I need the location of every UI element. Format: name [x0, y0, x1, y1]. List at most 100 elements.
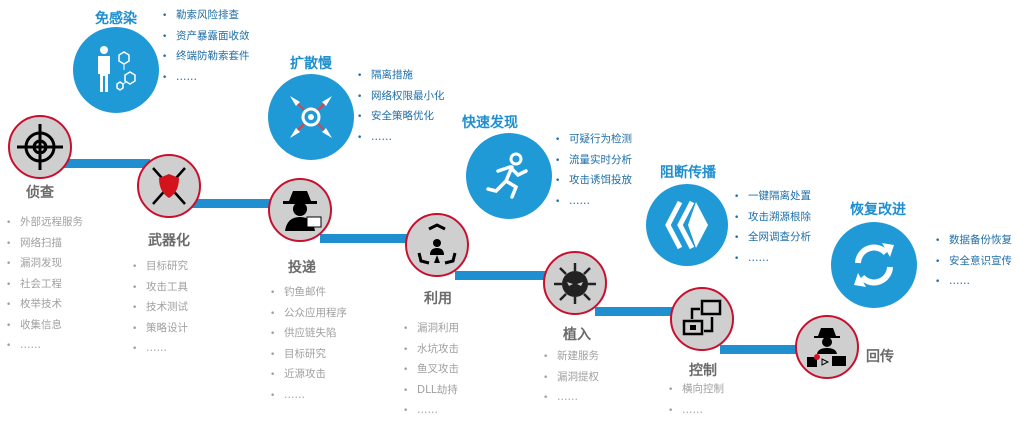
connector: [190, 199, 280, 208]
list-item: 枚举技术: [6, 295, 83, 316]
list-item: ……: [357, 128, 445, 149]
list-item: ……: [543, 388, 599, 409]
list-item: 网络权限最小化: [357, 87, 445, 108]
recon-circle: [8, 115, 72, 179]
list-item: 网络扫描: [6, 234, 83, 255]
attack-stage-label: 武器化: [148, 233, 190, 249]
crosshair-icon: [17, 124, 63, 170]
list-item: 漏洞发现: [6, 254, 83, 275]
list-item: 数据备份恢复: [935, 231, 1012, 252]
list-item: 勒索风险排查: [162, 6, 250, 27]
refresh-icon: [854, 243, 894, 287]
double-chevron-icon: [665, 200, 708, 250]
list-item: 水坑攻击: [403, 340, 459, 361]
exploit-circle: [405, 213, 469, 277]
list-item: 资产暴露面收敛: [162, 27, 250, 48]
list-item: 一键隔离处置: [734, 187, 811, 208]
attack-stage-label: 侦查: [26, 185, 54, 201]
connector: [595, 307, 685, 316]
list-item: 目标研究: [270, 345, 347, 366]
list-item: ……: [403, 401, 459, 422]
list-item: 横向控制: [668, 380, 724, 401]
spread-arrows-icon: [290, 96, 332, 138]
list-item: 近源攻击: [270, 365, 347, 386]
fast-detect-circle: [466, 133, 552, 219]
list-item: 漏洞利用: [403, 319, 459, 340]
hacker-exfil-icon: [807, 328, 846, 367]
list-item: 可疑行为检测: [555, 130, 632, 151]
block-spread-list: 一键隔离处置 攻击溯源根除 全网调查分析 ……: [734, 187, 811, 269]
defense-stage-title: 扩散慢: [290, 56, 332, 72]
list-item: DLL劫持: [403, 381, 459, 402]
list-item: 攻击诱饵投放: [555, 171, 632, 192]
install-list: 新建服务 漏洞提权 ……: [543, 347, 599, 409]
attack-stage-label: 回传: [866, 349, 894, 365]
list-item: 攻击溯源根除: [734, 208, 811, 229]
recon-list: 外部远程服务 网络扫描 漏洞发现 社会工程 枚举技术 收集信息 ……: [6, 213, 83, 357]
defense-stage-title: 阻断传播: [660, 165, 716, 181]
virus-icon: [554, 263, 596, 304]
list-item: 隔离措施: [357, 66, 445, 87]
defense-stage-title: 恢复改进: [850, 202, 906, 218]
connector: [320, 234, 420, 243]
list-item: ……: [668, 401, 724, 422]
delivery-list: 钓鱼邮件 公众应用程序 供应链失陷 目标研究 近源攻击 ……: [270, 283, 347, 406]
list-item: 社会工程: [6, 275, 83, 296]
connector: [720, 345, 810, 354]
list-item: 流量实时分析: [555, 151, 632, 172]
attack-stage-label: 控制: [689, 363, 717, 379]
exploit-list: 漏洞利用 水坑攻击 鱼叉攻击 DLL劫持 ……: [403, 319, 459, 422]
attack-stage-label: 投递: [288, 260, 316, 276]
list-item: 全网调查分析: [734, 228, 811, 249]
recover-circle: [831, 222, 917, 308]
weaponize-list: 目标研究 攻击工具 技术测试 策略设计 ……: [132, 257, 188, 360]
list-item: 公众应用程序: [270, 304, 347, 325]
person-molecule-icon: [98, 46, 136, 92]
block-spread-circle: [646, 184, 728, 266]
connector: [455, 271, 560, 280]
control-list: 横向控制 ……: [668, 380, 724, 421]
list-item: 目标研究: [132, 257, 188, 278]
no-infection-circle: [73, 27, 159, 113]
list-item: ……: [6, 336, 83, 357]
weaponize-circle: [137, 154, 201, 218]
list-item: 钓鱼邮件: [270, 283, 347, 304]
list-item: ……: [734, 249, 811, 270]
list-item: 攻击工具: [132, 278, 188, 299]
list-item: 安全策略优化: [357, 107, 445, 128]
delivery-circle: [268, 178, 332, 242]
list-item: 漏洞提权: [543, 368, 599, 389]
list-item: ……: [270, 386, 347, 407]
control-circle: [670, 287, 734, 351]
slow-spread-circle: [268, 74, 354, 160]
shield-swords-icon: [152, 167, 186, 205]
hacker-mail-icon: [283, 191, 322, 231]
connector: [60, 159, 150, 168]
list-item: 供应链失陷: [270, 324, 347, 345]
list-item: 技术测试: [132, 298, 188, 319]
network-computers-icon: [682, 299, 722, 336]
recycle-user-icon: [417, 223, 457, 265]
list-item: 外部远程服务: [6, 213, 83, 234]
defense-stage-title: 免感染: [95, 11, 137, 27]
list-item: 收集信息: [6, 316, 83, 337]
list-item: ……: [162, 68, 250, 89]
list-item: ……: [935, 272, 1012, 293]
install-circle: [543, 251, 607, 315]
running-person-icon: [486, 152, 528, 199]
list-item: 鱼叉攻击: [403, 360, 459, 381]
fast-detect-list: 可疑行为检测 流量实时分析 攻击诱饵投放 ……: [555, 130, 632, 212]
list-item: 新建服务: [543, 347, 599, 368]
list-item: ……: [555, 192, 632, 213]
attack-stage-label: 利用: [424, 291, 452, 307]
defense-stage-title: 快速发现: [462, 115, 518, 131]
list-item: 终端防勒索套件: [162, 47, 250, 68]
list-item: ……: [132, 339, 188, 360]
no-infection-list: 勒索风险排查 资产暴露面收敛 终端防勒索套件 ……: [162, 6, 250, 88]
attack-stage-label: 植入: [563, 327, 591, 343]
recover-list: 数据备份恢复 安全意识宣传 ……: [935, 231, 1012, 293]
list-item: 安全意识宣传: [935, 252, 1012, 273]
exfil-circle: [795, 315, 859, 379]
list-item: 策略设计: [132, 319, 188, 340]
slow-spread-list: 隔离措施 网络权限最小化 安全策略优化 ……: [357, 66, 445, 148]
